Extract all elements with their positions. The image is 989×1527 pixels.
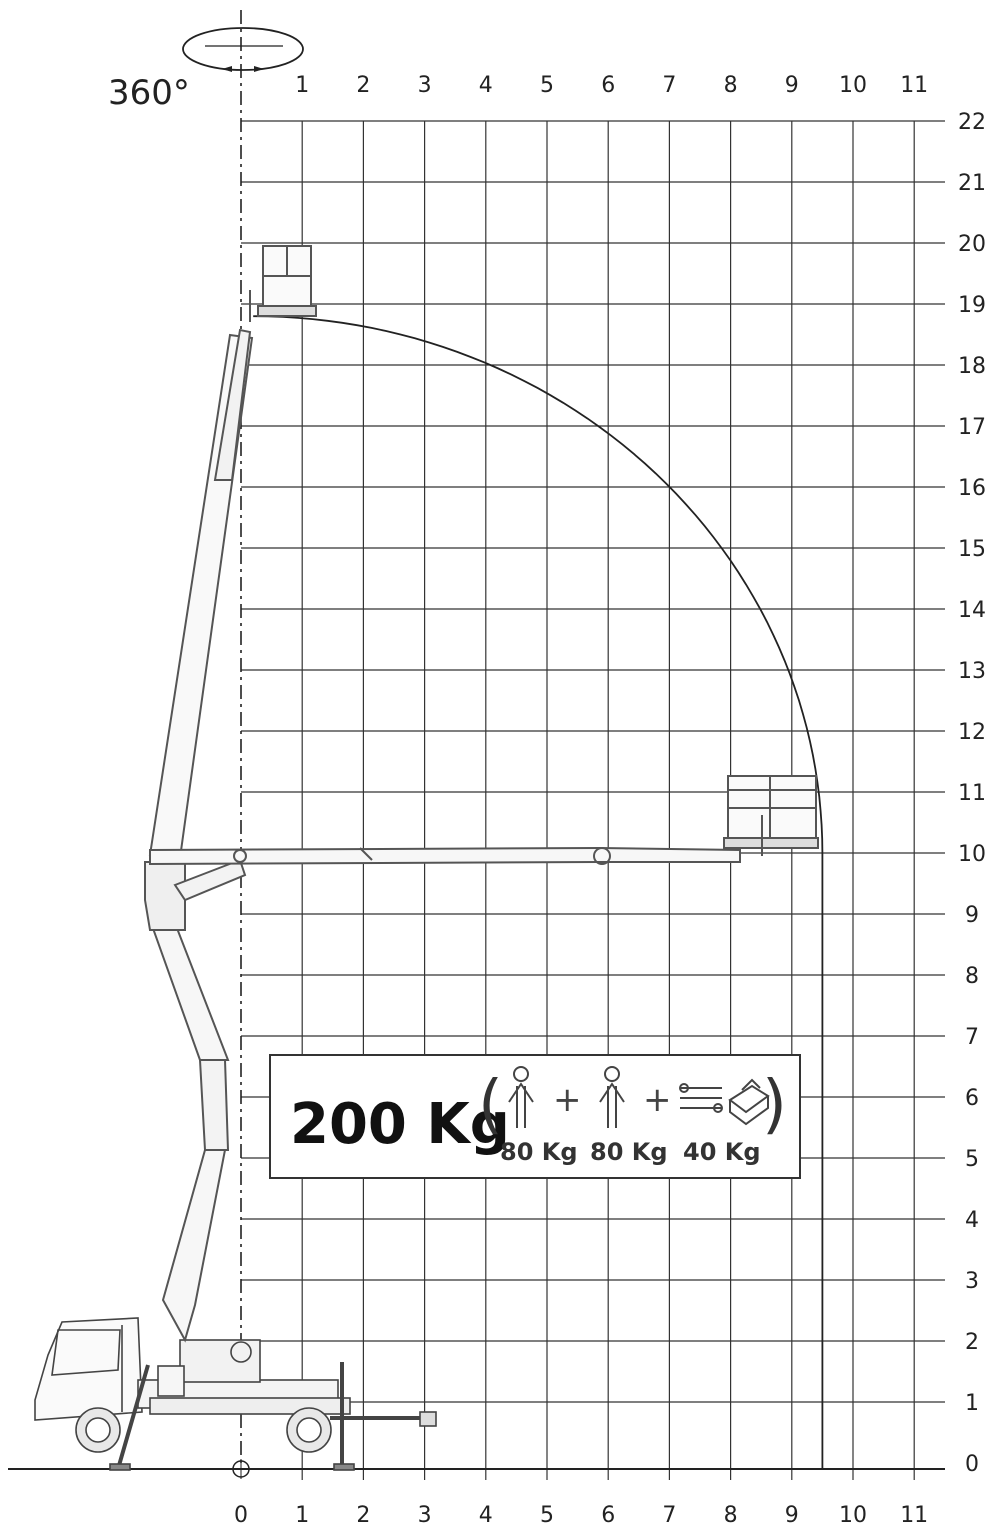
- person-icon: [508, 1066, 534, 1128]
- working-envelope: [253, 315, 824, 1470]
- grid: [241, 120, 945, 1480]
- toolbox-icon: [728, 1078, 770, 1126]
- svg-text:+: +: [553, 1080, 582, 1120]
- y-tick-label: 21: [958, 171, 986, 196]
- x-top-tick-label: 11: [900, 73, 928, 98]
- y-tick-label: 0: [965, 1452, 979, 1477]
- x-tick-label: 3: [418, 1503, 432, 1527]
- x-top-tick-label: 1: [295, 73, 309, 98]
- y-tick-label: 16: [958, 476, 986, 501]
- load-total: 200 Kg: [290, 1092, 510, 1157]
- x-axis-labels: 0 1 2 3 4 5 6 7 8 9 10 11: [234, 1503, 928, 1527]
- person2-weight: 80 Kg: [590, 1138, 668, 1166]
- y-tick-label: 8: [965, 964, 979, 989]
- y-tick-label: 22: [958, 110, 986, 135]
- person-icon: [599, 1066, 625, 1128]
- y-tick-label: 9: [965, 903, 979, 928]
- tools-icon: [679, 1083, 723, 1113]
- y-tick-label: 15: [958, 537, 986, 562]
- x-top-tick-label: 10: [839, 73, 867, 98]
- rotation-label: 360°: [108, 73, 190, 113]
- y-tick-label: 5: [965, 1147, 979, 1172]
- x-tick-label: 8: [724, 1503, 738, 1527]
- truck: [34, 1317, 437, 1471]
- person1-weight: 80 Kg: [500, 1138, 578, 1166]
- rotation-360-icon: [182, 27, 304, 72]
- y-tick-label: 20: [958, 232, 986, 257]
- x-top-tick-label: 2: [356, 73, 370, 98]
- svg-text:): ): [762, 1068, 787, 1142]
- x-tick-label: 4: [479, 1503, 493, 1527]
- y-tick-label: 14: [958, 598, 986, 623]
- x-tick-label: 1: [295, 1503, 309, 1527]
- y-tick-label: 3: [965, 1269, 979, 1294]
- x-tick-label: 7: [662, 1503, 676, 1527]
- y-tick-label: 2: [965, 1330, 979, 1355]
- svg-text:+: +: [643, 1080, 672, 1120]
- y-tick-label: 10: [958, 842, 986, 867]
- y-tick-label: 7: [965, 1025, 979, 1050]
- x-top-tick-label: 8: [724, 73, 738, 98]
- x-tick-label: 10: [839, 1503, 867, 1527]
- y-tick-label: 4: [965, 1208, 979, 1233]
- y-tick-label: 12: [958, 720, 986, 745]
- x-top-tick-label: 6: [601, 73, 615, 98]
- y-tick-label: 19: [958, 293, 986, 318]
- x-tick-label: 5: [540, 1503, 554, 1527]
- boom: [144, 245, 819, 1343]
- x-axis-top-labels: 1 2 3 4 5 6 7 8 9 10 11: [295, 73, 928, 98]
- y-tick-label: 11: [958, 781, 986, 806]
- x-tick-label: 2: [356, 1503, 370, 1527]
- load-capacity-panel: 200 Kg ( ) + + 80 Kg 80 Kg: [269, 1054, 801, 1179]
- tools-weight: 40 Kg: [683, 1138, 761, 1166]
- x-tick-label: 11: [900, 1503, 928, 1527]
- x-tick-label: 0: [234, 1503, 248, 1527]
- x-top-tick-label: 3: [418, 73, 432, 98]
- svg-text:(: (: [478, 1068, 503, 1142]
- x-tick-label: 9: [785, 1503, 799, 1527]
- x-tick-label: 6: [601, 1503, 615, 1527]
- x-top-tick-label: 9: [785, 73, 799, 98]
- x-top-tick-label: 4: [479, 73, 493, 98]
- y-tick-label: 13: [958, 659, 986, 684]
- y-tick-label: 6: [965, 1086, 979, 1111]
- y-tick-label: 17: [958, 415, 986, 440]
- y-tick-label: 18: [958, 354, 986, 379]
- x-top-tick-label: 7: [662, 73, 676, 98]
- x-top-tick-label: 5: [540, 73, 554, 98]
- y-tick-label: 1: [965, 1391, 979, 1416]
